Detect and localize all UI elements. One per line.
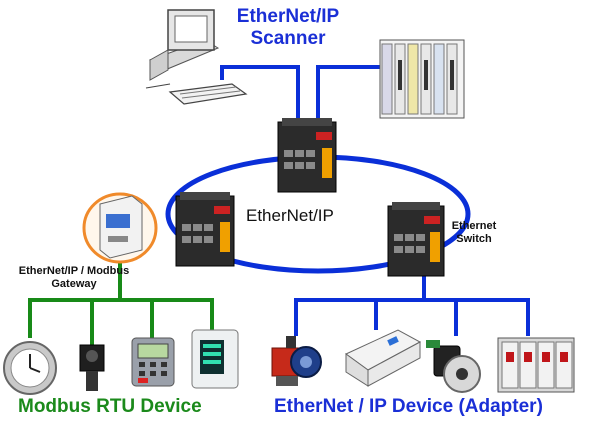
scanner-label-line2: Scanner [250,28,326,49]
photo-sensor-icon [79,344,105,391]
modbus-bus [28,258,214,345]
scanner-label: EtherNet/IP Scanner [218,6,358,50]
servo-drive-icon [497,337,575,393]
ethernet-switch-label-line2: Switch [456,233,492,245]
gateway-label-line1: EtherNet/IP / Modbus [18,265,130,277]
industrial-ethernet-switch-icon [175,192,235,267]
ethernet-switch-label-line1: Ethernet [451,220,497,232]
scanner-links [220,65,394,120]
gateway-label: EtherNet/IP / Modbus Gateway [6,265,142,291]
plc-rack-icon [379,39,465,119]
gateway-label-line2: Gateway [51,278,97,290]
ring-label: EtherNet/IP [246,206,334,225]
desktop-computer-icon [145,9,248,105]
modbus-title: Modbus RTU Device [18,396,202,417]
scanner-label-line1: EtherNet/IP [236,6,340,27]
industrial-ethernet-switch-icon [387,202,445,277]
industrial-ethernet-switch-icon [277,118,337,193]
modbus-gateway-icon [82,192,158,264]
meter-controller-icon [191,329,239,389]
encoder-icon [426,340,481,393]
motor-drive-icon [271,336,322,386]
clock-display-icon [3,341,57,395]
adapter-title: EtherNet / IP Device (Adapter) [274,396,543,417]
ethernet-switch-label: Ethernet Switch [446,220,502,246]
io-module-icon [345,329,422,387]
hmi-panel-icon [131,337,175,387]
adapter-bus [294,275,530,336]
